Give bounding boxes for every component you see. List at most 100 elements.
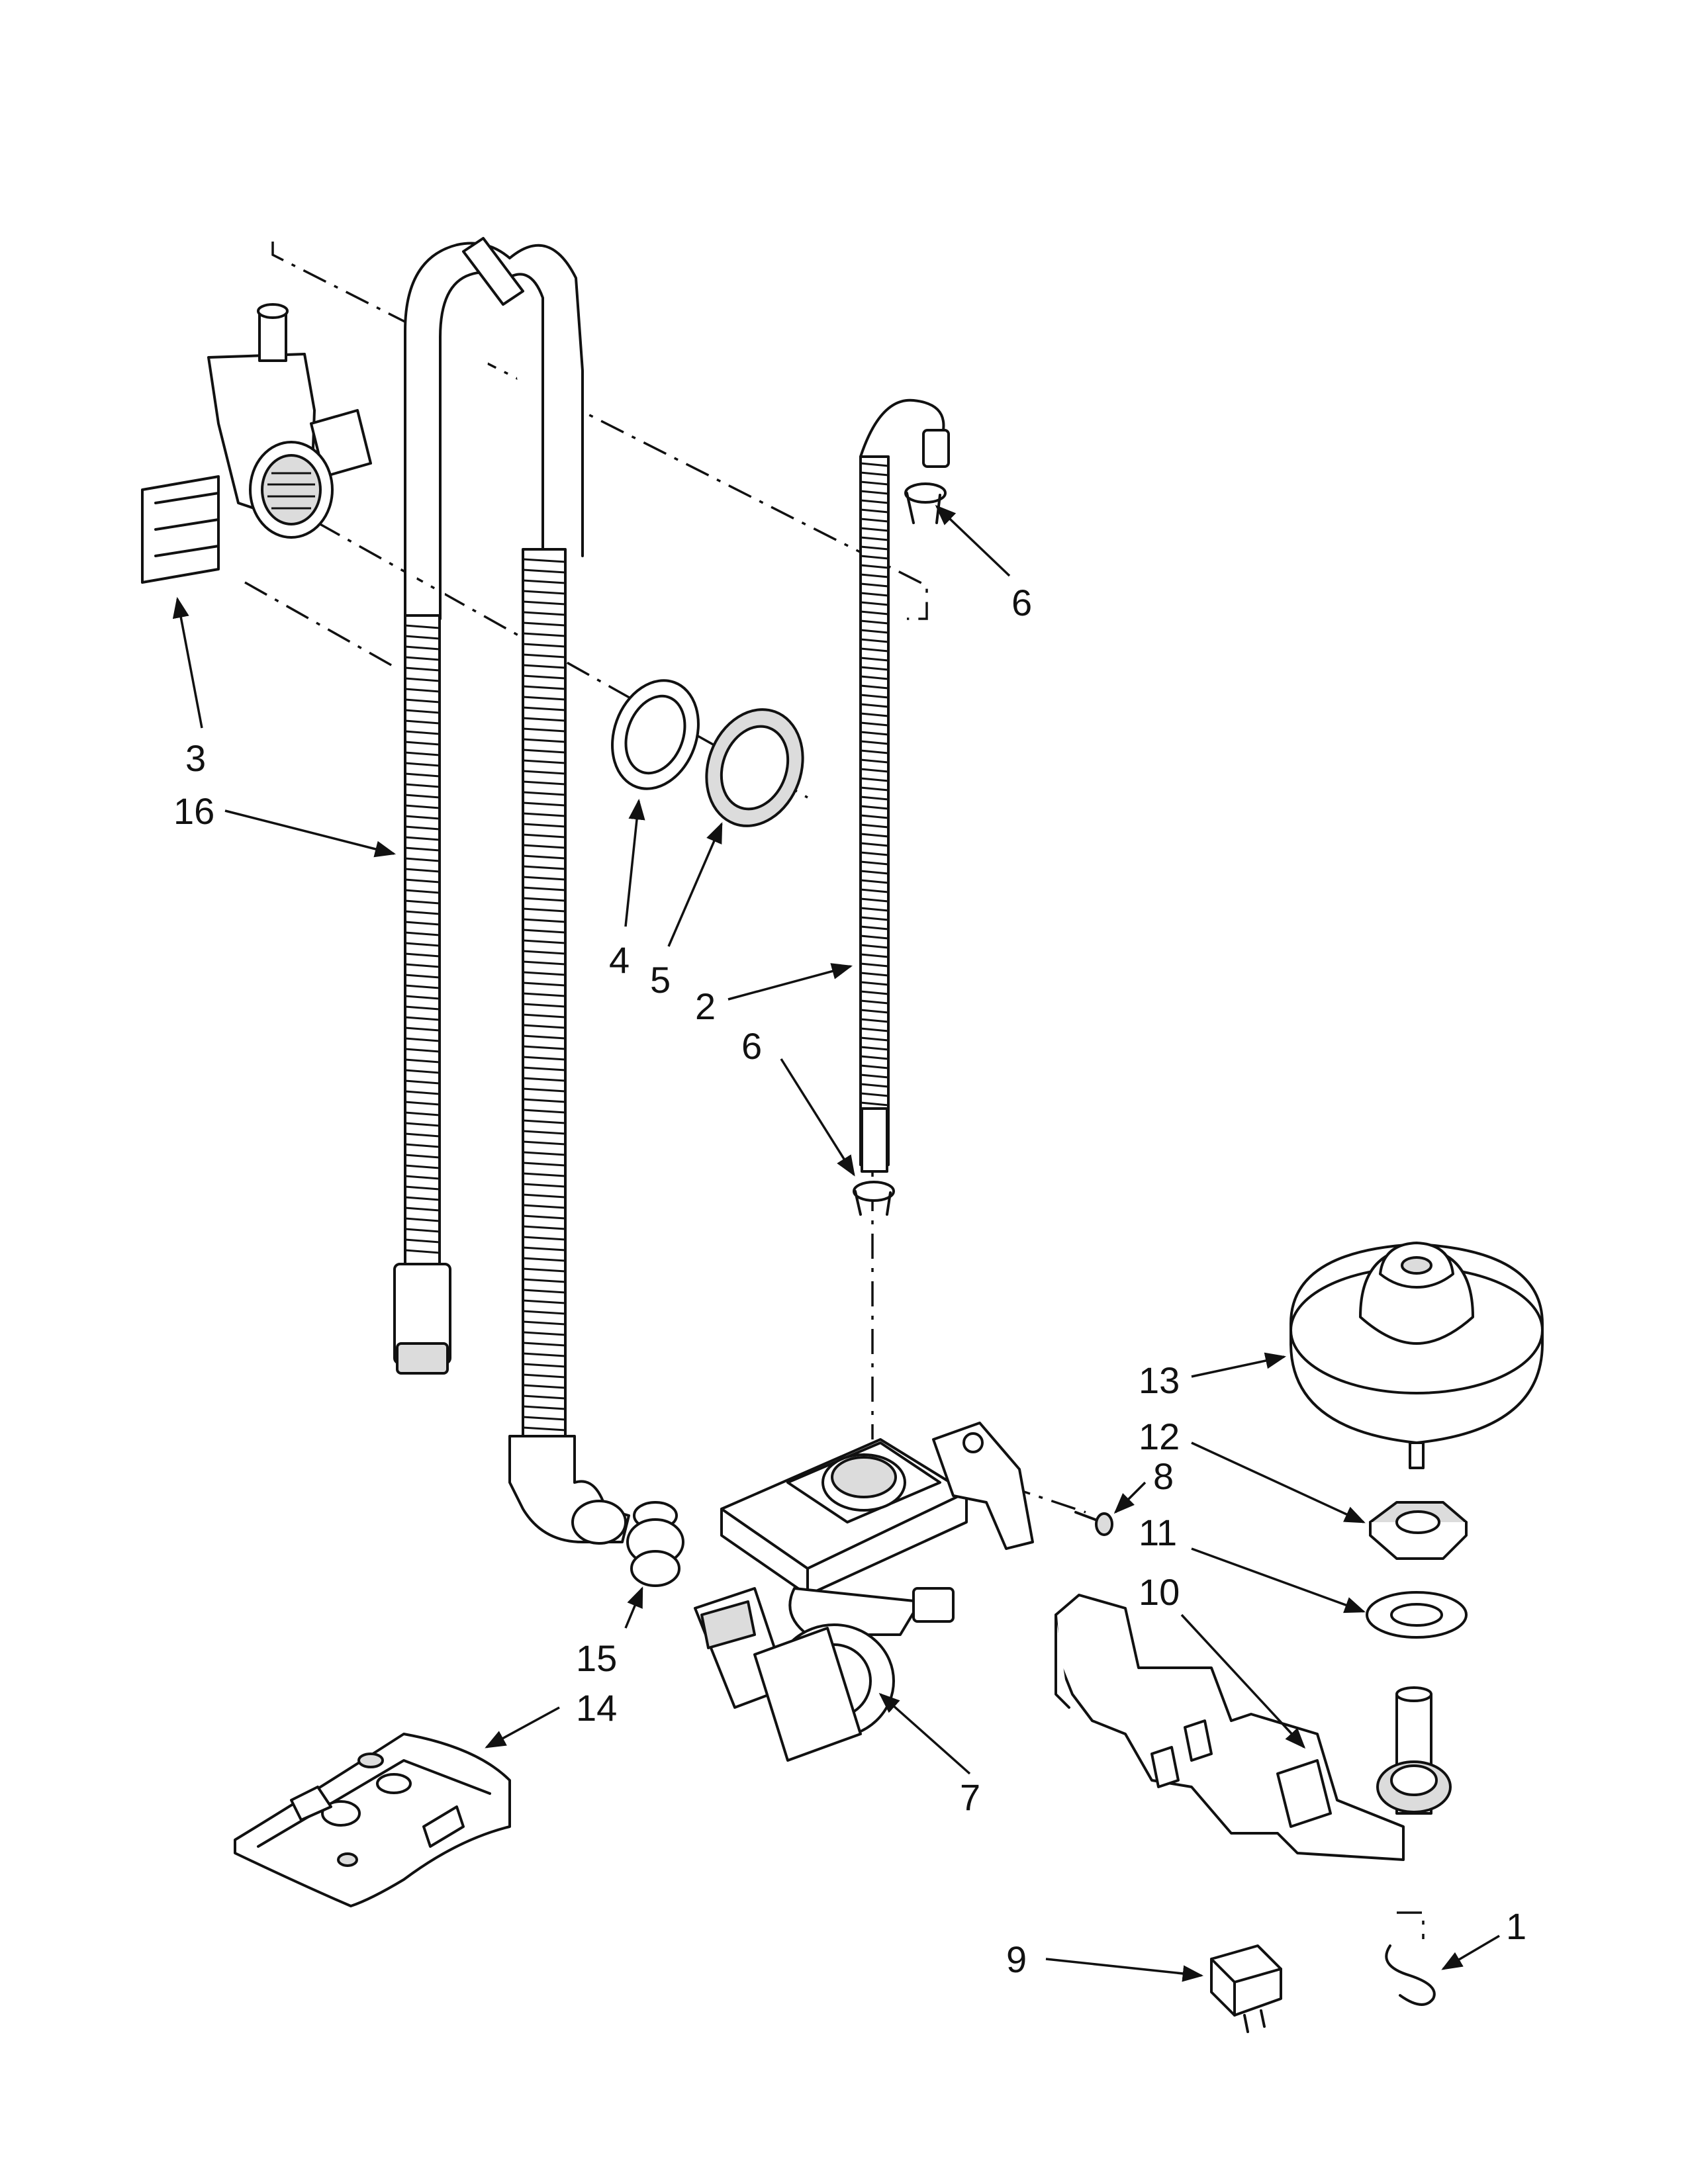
hose-rib [522, 865, 566, 870]
part-12-hex-nut [1369, 1501, 1468, 1560]
hose-rib [860, 610, 889, 615]
hose-rib [404, 709, 440, 714]
hose-rib [860, 823, 889, 829]
callout-8: 8 [1153, 1455, 1174, 1497]
hose-rib [522, 706, 566, 711]
hose-rib [860, 712, 889, 717]
hose-rib [404, 952, 440, 958]
part-10-bracket [1055, 1594, 1452, 1861]
hose-rib [522, 1257, 566, 1262]
hose-rib [522, 1151, 566, 1156]
hose-rib [404, 1101, 440, 1106]
hose-rib [522, 801, 566, 807]
hose-rib [860, 480, 889, 486]
hose-rib [860, 860, 889, 866]
hose-rib [860, 981, 889, 986]
hose-rib [860, 1092, 889, 1097]
hose-rib [860, 629, 889, 634]
leader-1 [1441, 1934, 1500, 1970]
hose-rib [522, 1024, 566, 1029]
hose-rib [860, 1073, 889, 1079]
hose-rib [404, 1069, 440, 1074]
hose-rib [404, 656, 440, 661]
callout-5: 5 [650, 959, 671, 1001]
hose-rib [522, 600, 566, 606]
hose-rib [860, 786, 889, 792]
hose-rib [860, 833, 889, 838]
callouts: 3 16 6 4 5 2 6 13 12 8 11 10 15 14 7 1 9 [173, 582, 1526, 1980]
part-11-washer [1366, 1591, 1468, 1639]
leader-15 [624, 1586, 643, 1629]
hose-rib [404, 868, 440, 873]
hose-rib [860, 564, 889, 569]
hose-rib [860, 462, 889, 467]
hose-rib [522, 643, 566, 648]
part-13-cover [1289, 1242, 1544, 1469]
part-2-inlet-hose [853, 398, 950, 1216]
hose-rib [522, 1405, 566, 1410]
hose-rib [860, 731, 889, 736]
hose-rib [404, 1217, 440, 1222]
hose-rib [404, 857, 440, 862]
hose-rib [860, 972, 889, 977]
leader-5 [667, 822, 723, 947]
hose-rib [404, 942, 440, 947]
hose-rib [860, 1064, 889, 1069]
hose-rib [860, 518, 889, 523]
callout-6a: 6 [1011, 582, 1032, 623]
hose-rib [404, 825, 440, 831]
hose-rib [522, 558, 566, 563]
hose-rib [404, 1185, 440, 1191]
hose-rib [860, 657, 889, 662]
hose-rib [860, 619, 889, 625]
hose-rib [404, 698, 440, 704]
hose-rib [404, 1058, 440, 1064]
callout-12: 12 [1139, 1416, 1180, 1457]
hose-rib [404, 794, 440, 799]
hose-rib [522, 1109, 566, 1114]
hose-rib [522, 1310, 566, 1315]
hose-rib [860, 851, 889, 856]
hose-rib [404, 963, 440, 968]
hose-rib [522, 1299, 566, 1304]
leader-3 [172, 596, 203, 729]
hose-rib [522, 664, 566, 669]
hose-rib [404, 1132, 440, 1138]
hose-rib [860, 777, 889, 782]
hose-rib [860, 749, 889, 754]
hose-rib [522, 590, 566, 595]
hose-rib [860, 758, 889, 764]
hose-rib [860, 1027, 889, 1032]
hose-rib [860, 740, 889, 745]
hose-rib [860, 842, 889, 847]
hose-rib [522, 1246, 566, 1251]
hose-rib [522, 717, 566, 722]
hose-rib [522, 1193, 566, 1199]
hose-rib [404, 1206, 440, 1212]
hose-rib [522, 696, 566, 701]
leader-6a [935, 504, 1011, 577]
callout-10: 10 [1139, 1571, 1180, 1613]
hose-rib [404, 836, 440, 841]
part-4-gasket [611, 679, 700, 790]
leader-11 [1191, 1547, 1366, 1614]
callout-14: 14 [576, 1687, 617, 1729]
hose-rib [522, 950, 566, 955]
hose-rib [522, 1320, 566, 1326]
hose-rib [404, 1026, 440, 1032]
hose-rib [522, 844, 566, 849]
hose-rib [404, 910, 440, 915]
hose-rib [522, 770, 566, 775]
hose-rib [522, 685, 566, 690]
hose-rib [522, 1066, 566, 1071]
hose-rib [522, 1183, 566, 1188]
hose-rib [522, 1331, 566, 1336]
hose-rib [404, 1079, 440, 1085]
hose-rib [522, 579, 566, 584]
hose-rib [860, 684, 889, 690]
part-3-bracket [141, 303, 372, 584]
hose-rib [860, 870, 889, 875]
callout-1: 1 [1506, 1905, 1526, 1947]
callout-4: 4 [609, 939, 630, 981]
hose-rib [404, 1037, 440, 1042]
